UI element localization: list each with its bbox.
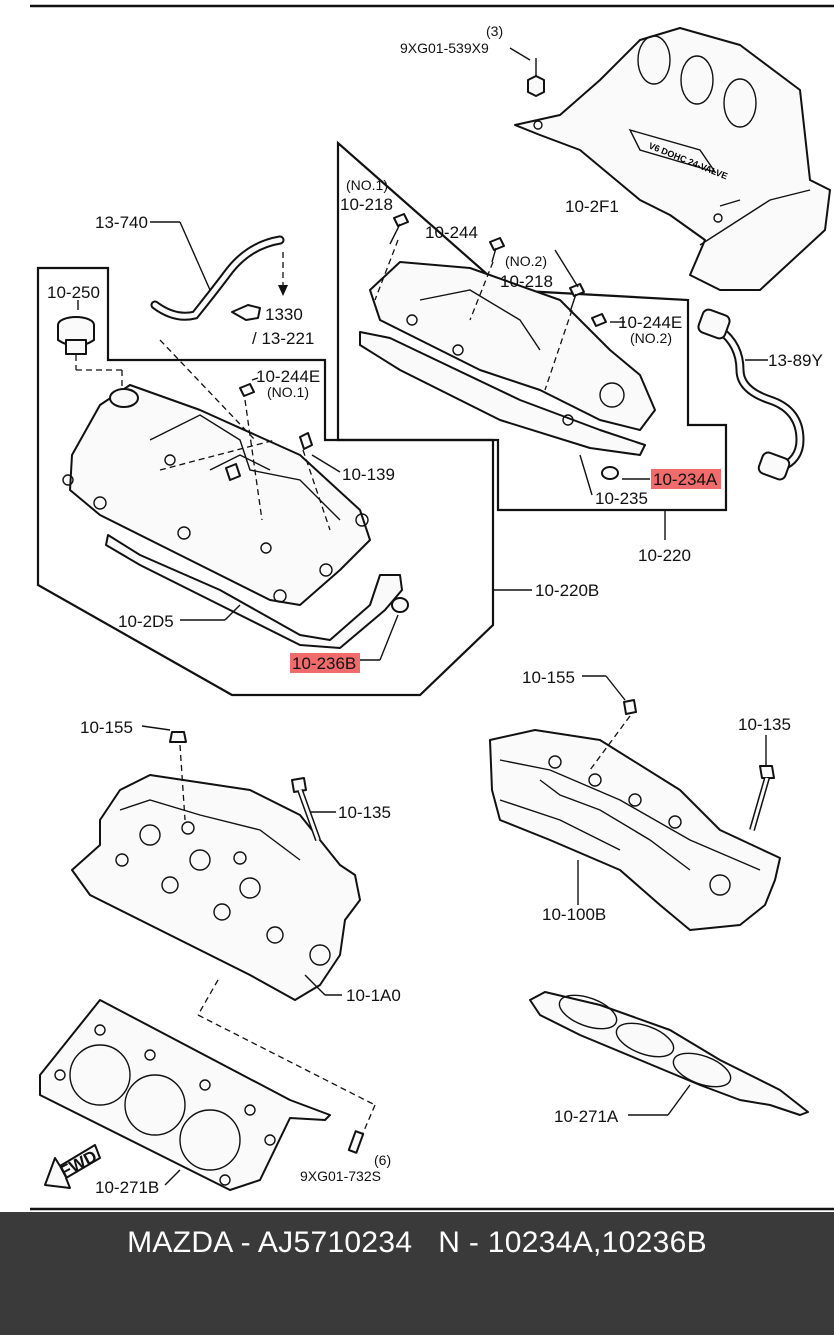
pin-icon bbox=[347, 1130, 365, 1154]
valve-cover-right bbox=[359, 261, 656, 456]
label-gasket-271b: 10-271B bbox=[95, 1178, 159, 1197]
label-bolt-135-right: 10-135 bbox=[738, 715, 791, 734]
label-ref-13221: / 13-221 bbox=[252, 329, 314, 348]
label-bolt-244e-b: 10-244E bbox=[618, 313, 682, 332]
hose-13-740 bbox=[150, 235, 285, 321]
label-cover-220b: 10-220B bbox=[535, 581, 599, 600]
head-gasket-left bbox=[39, 999, 331, 1191]
arrow-icon bbox=[231, 304, 261, 321]
bolt-icon bbox=[749, 765, 775, 831]
plug-icon bbox=[623, 699, 637, 715]
valve-cover-left bbox=[62, 384, 403, 649]
label-hose-740: 13-740 bbox=[95, 213, 148, 232]
label-cover-220: 10-220 bbox=[638, 546, 691, 565]
cylinder-head-left bbox=[71, 774, 361, 1001]
label-ref-1330: 1330 bbox=[265, 305, 303, 324]
label-nut-qty: (3) bbox=[486, 23, 503, 39]
label-bolt-218-a: 10-218 bbox=[340, 195, 393, 214]
highlight-10-236b bbox=[290, 653, 360, 673]
label-seal-234a: 10-234A bbox=[653, 470, 718, 489]
bolt-icon bbox=[291, 777, 321, 842]
engine-cover: V6 DOHC 24-VALVE bbox=[514, 27, 831, 291]
parts-diagram: V6 DOHC 24-VALVE bbox=[30, 4, 834, 1211]
forward-arrow-icon bbox=[44, 1144, 101, 1189]
label-gasket-2d5: 10-2D5 bbox=[118, 612, 174, 631]
label-no2-b: (NO.2) bbox=[630, 330, 672, 346]
label-head-100b: 10-100B bbox=[542, 905, 606, 924]
nut-icon bbox=[527, 58, 545, 97]
label-plug-155-right: 10-155 bbox=[522, 668, 575, 687]
head-gasket-right bbox=[529, 991, 809, 1116]
bolt-icon bbox=[389, 213, 619, 480]
label-gasket-271a: 10-271A bbox=[554, 1107, 619, 1126]
label-bolt-135-left: 10-135 bbox=[338, 803, 391, 822]
label-no2-a: (NO.2) bbox=[505, 253, 547, 269]
oil-cap-icon bbox=[57, 316, 95, 355]
label-head-1a0: 10-1A0 bbox=[346, 986, 401, 1005]
label-valve-139: 10-139 bbox=[342, 465, 395, 484]
highlight-10-234a bbox=[651, 469, 721, 489]
cylinder-head-right bbox=[489, 729, 781, 931]
label-seal-235: 10-235 bbox=[595, 489, 648, 508]
label-bolt-244e-a: 10-244E bbox=[256, 367, 320, 386]
label-no1-a: (NO.1) bbox=[346, 177, 388, 193]
plug-icon bbox=[169, 731, 187, 743]
bolt-icon bbox=[225, 383, 409, 613]
label-hose-89y: 13-89Y bbox=[768, 351, 823, 370]
label-pin-qty: (6) bbox=[374, 1152, 391, 1168]
assembly-box-10-220b bbox=[36, 266, 495, 697]
footer-bar: MAZDA - AJ5710234 N - 10234A,10236B bbox=[0, 1212, 834, 1335]
label-bolt-244-a: 10-244 bbox=[425, 223, 478, 242]
label-bolt-218-b: 10-218 bbox=[500, 272, 553, 291]
label-no1-b: (NO.1) bbox=[267, 384, 309, 400]
label-fwd: FWD bbox=[57, 1147, 100, 1182]
label-engine-cover: 10-2F1 bbox=[565, 197, 619, 216]
footer-part-info: MAZDA - AJ5710234 N - 10234A,10236B bbox=[127, 1226, 707, 1259]
label-cap-250: 10-250 bbox=[47, 283, 100, 302]
label-nut-part: 9XG01-539X9 bbox=[400, 40, 489, 56]
label-plug-155-left: 10-155 bbox=[80, 718, 133, 737]
hose-13-89y bbox=[697, 308, 805, 481]
label-pin-part: 9XG01-732S bbox=[300, 1168, 381, 1184]
label-seal-236b: 10-236B bbox=[292, 654, 356, 673]
